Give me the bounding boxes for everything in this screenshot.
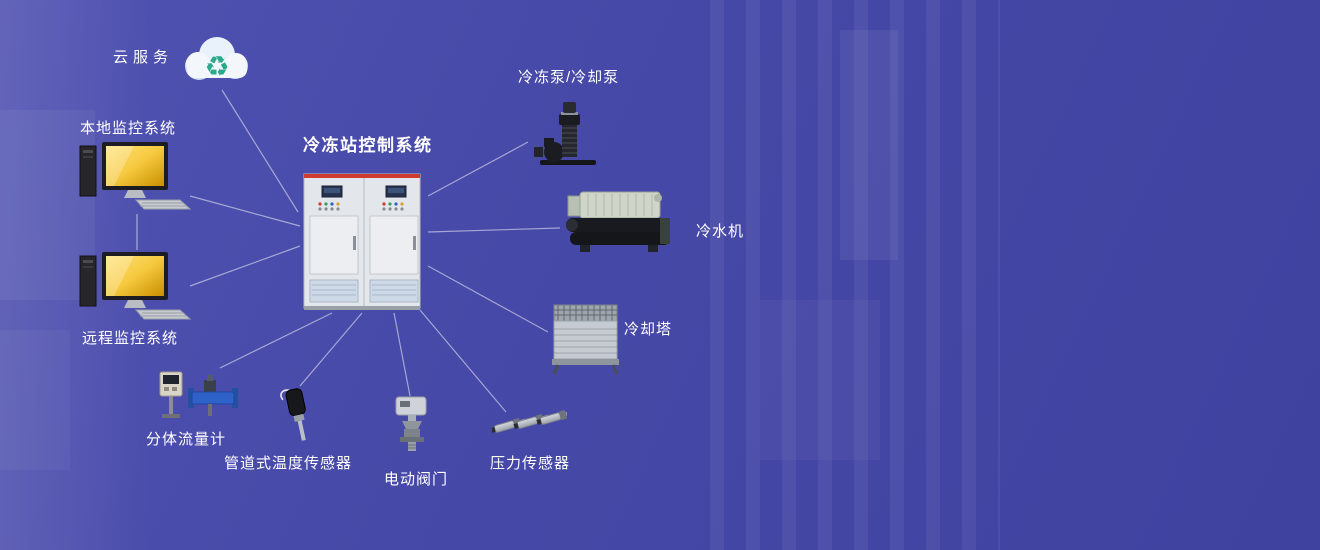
remote-monitor-label: 远程监控系统 (82, 330, 179, 347)
temperature-sensor-icon (280, 388, 306, 441)
desktop-computer-icon (79, 142, 192, 210)
flow-meter-icon (159, 371, 238, 418)
background-stripes (710, 0, 1000, 550)
svg-text:♻: ♻ (204, 50, 229, 83)
background-patch (840, 30, 898, 260)
vertical-pump-icon (534, 102, 596, 165)
electric-valve-label: 电动阀门 (384, 471, 449, 488)
cloud-icon: ♻ (185, 37, 248, 83)
temperature-sensor-label: 管道式温度传感器 (224, 455, 353, 472)
pressure-sensor-label: 压力传感器 (490, 455, 571, 472)
pump-label: 冷冻泵/冷却泵 (518, 69, 620, 86)
local-monitor-label: 本地监控系统 (80, 120, 177, 137)
pressure-sensor-icon (492, 410, 567, 433)
chiller-label: 冷水机 (696, 223, 745, 240)
cloud-label: 云服务 (113, 49, 174, 66)
control-cabinet-label: 冷冻站控制系统 (303, 136, 433, 155)
chiller-icon (566, 191, 670, 252)
flow-meter-label: 分体流量计 (146, 431, 227, 448)
cooling-tower-icon (552, 304, 619, 375)
background-patch (760, 300, 880, 460)
desktop-computer-icon (79, 252, 192, 320)
control-cabinet-icon (303, 173, 421, 310)
electric-valve-icon (395, 396, 427, 451)
cooling-tower-label: 冷却塔 (624, 321, 673, 338)
background-block (0, 330, 70, 470)
